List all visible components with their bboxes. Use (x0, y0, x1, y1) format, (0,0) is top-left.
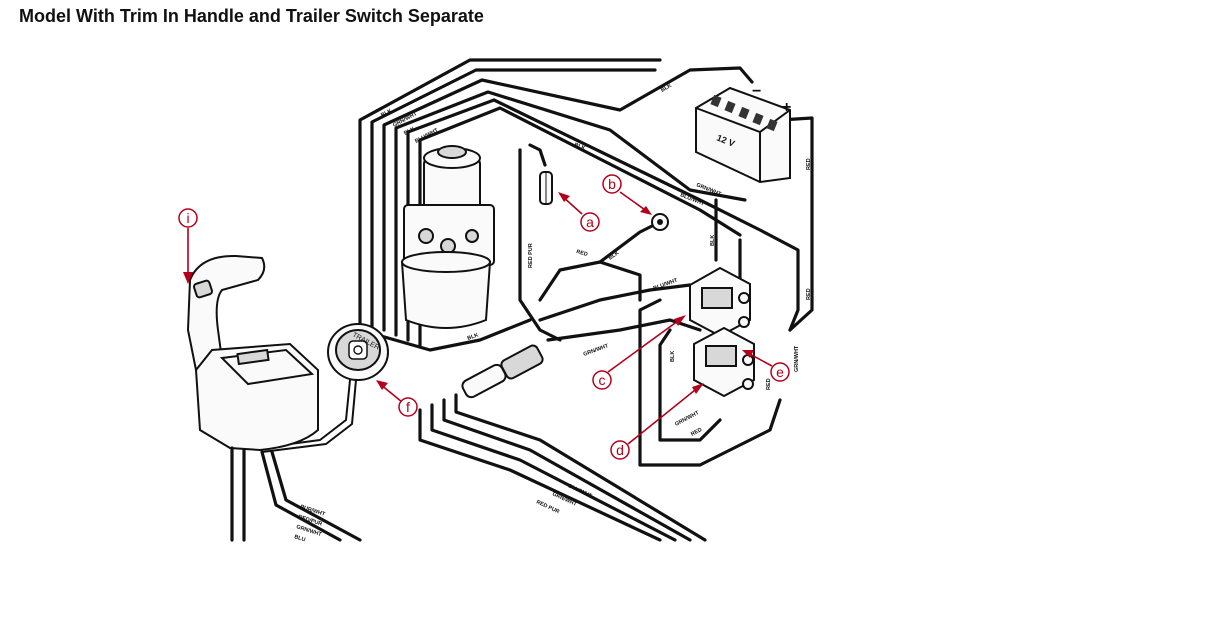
trim-pump (400, 145, 495, 329)
fuse-holder (539, 171, 553, 205)
callout-label: b (608, 176, 616, 192)
wire-label: RED PUR (528, 243, 534, 268)
diagram-title: Model With Trim In Handle and Trailer Sw… (19, 6, 484, 26)
wire-label: BLK (403, 126, 416, 137)
callout-e: e (742, 350, 790, 382)
wire-label: RED PUR (535, 499, 560, 515)
wire-label: GRN/WHT (674, 410, 701, 428)
callout-i: i (178, 208, 198, 284)
wire-label: RED (575, 249, 588, 258)
callout-label: c (599, 372, 606, 388)
wire-label: RED (806, 158, 812, 170)
callout-c: c (592, 315, 686, 390)
battery: 12 V − + (695, 83, 791, 184)
wire-label: GRN/WHT (794, 345, 800, 372)
trim-solenoid-down (693, 326, 755, 398)
wire-label: BLK (380, 108, 393, 119)
wire-label: RED (766, 378, 772, 390)
callout-label: a (586, 214, 594, 230)
callout-label: i (186, 210, 189, 226)
ring-terminal (651, 213, 669, 231)
callout-b: b (602, 174, 652, 215)
wire-label: BLK (573, 142, 586, 152)
callout-label: d (616, 442, 624, 458)
wire-label: BLK (608, 250, 621, 261)
callout-d: d (610, 383, 704, 460)
battery-positive: + (782, 99, 791, 116)
wire-label: BLK (710, 235, 716, 246)
wire-label: BLU (293, 534, 306, 543)
callout-label: f (406, 399, 410, 415)
harness-connector (461, 344, 544, 399)
callout-a: a (558, 192, 600, 232)
wire-label: BLU/WHT (653, 277, 679, 292)
callout-f: f (376, 380, 418, 417)
trim-solenoid-up (689, 266, 751, 338)
battery-negative: − (752, 83, 761, 100)
wire-label: RED (806, 288, 812, 300)
trailer-switch: TRAILER (259, 323, 389, 453)
wire-label: GRN/WHT (583, 343, 610, 358)
remote-control (186, 254, 362, 542)
wire-label: RED (690, 427, 703, 438)
wire-label: BLK (670, 351, 676, 362)
wire-label: BLK (660, 83, 673, 94)
wire-label: BLK (467, 332, 480, 342)
callout-label: e (776, 364, 784, 380)
